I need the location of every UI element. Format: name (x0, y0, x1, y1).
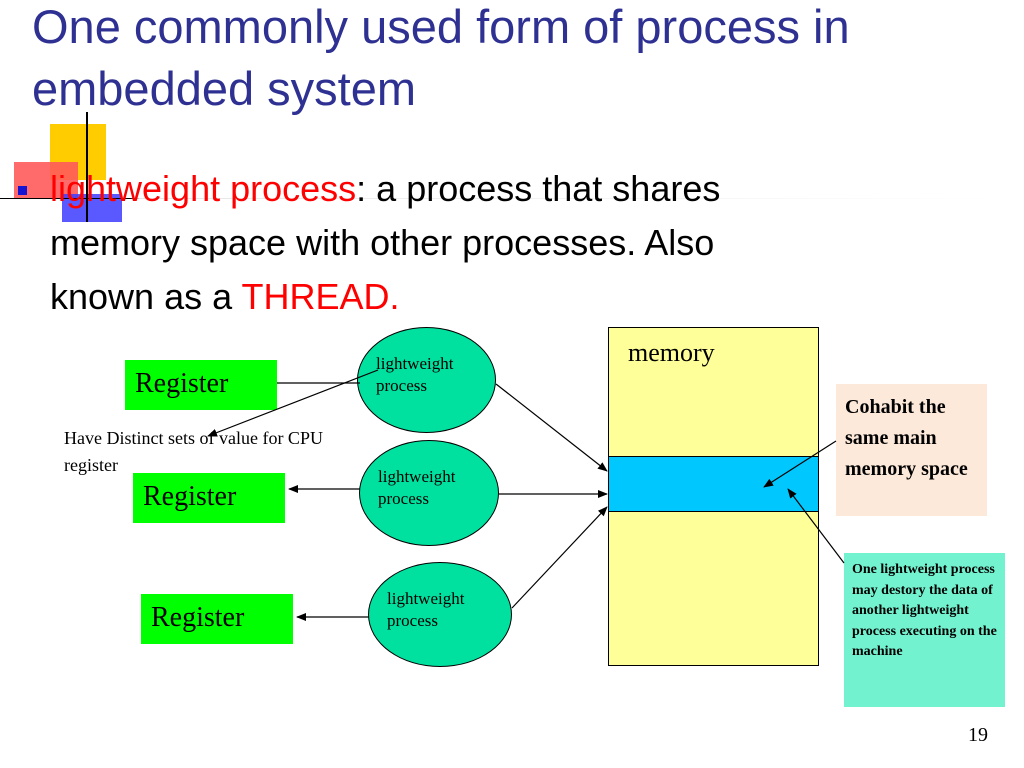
process-1-to-memory-arrow (495, 383, 608, 472)
shared-memory-region (609, 456, 818, 512)
cohabit-to-memory-arrow (763, 440, 837, 488)
slide-title: One commonly used form of process in emb… (32, 0, 850, 115)
register-note: Have Distinct sets of value for CPU regi… (64, 428, 323, 475)
term-alias: THREAD. (241, 276, 400, 317)
note-to-process-arrow (207, 369, 379, 437)
bullet-icon (18, 186, 27, 195)
decorative-horizontal-line (0, 198, 1024, 199)
decorative-vertical-line (86, 112, 88, 222)
process-3-to-memory-arrow (511, 506, 608, 609)
bullet-text: lightweight process: a process that shar… (50, 162, 810, 324)
term-lightweight-process: lightweight process (50, 168, 357, 209)
destroy-to-memory-arrow (787, 488, 845, 564)
cohabit-note: Cohabit the same main memory space (836, 384, 987, 516)
memory-label: memory (628, 338, 715, 367)
register-box-3: Register (141, 594, 293, 644)
page-number: 19 (968, 724, 988, 746)
register-box-1: Register (125, 360, 277, 410)
term-definition: : a process that shares memory space wit… (50, 168, 721, 317)
register-box-2: Register (133, 473, 285, 523)
destroy-note: One lightweight process may destory the … (844, 553, 1005, 707)
